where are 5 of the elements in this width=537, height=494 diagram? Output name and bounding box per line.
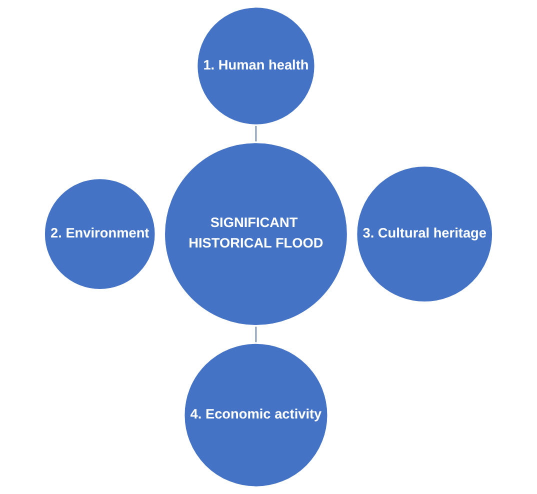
node-circle: 3. Cultural heritage <box>355 164 494 304</box>
node-circle: 4. Economic activity <box>183 342 329 488</box>
node-circle: 2. Environment <box>43 177 156 291</box>
node-circle: SIGNIFICANT HISTORICAL FLOOD <box>163 141 349 327</box>
node-circle: 1. Human health <box>196 6 316 126</box>
